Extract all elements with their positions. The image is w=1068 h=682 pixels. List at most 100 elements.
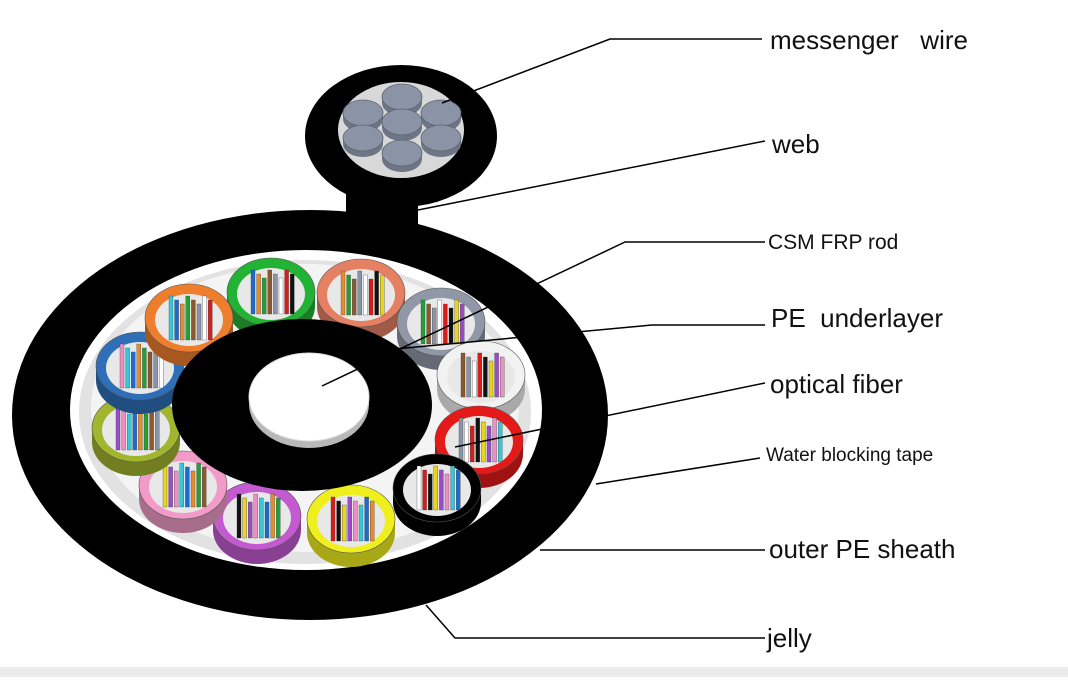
messenger-strand [342,124,384,157]
messenger-strand [381,83,423,116]
optical-fiber [374,270,379,316]
optical-fiber [477,352,482,398]
messenger-strand [381,108,423,141]
optical-fiber [267,269,272,315]
optical-fiber [500,356,505,398]
label-web: web [772,129,820,159]
leader-web [417,140,766,211]
optical-fiber [444,473,450,511]
optical-fiber [475,417,480,463]
optical-fiber [432,307,437,345]
messenger-strand [381,139,423,172]
optical-fiber [472,360,477,398]
leader-csm-frp-rod [321,241,765,387]
optical-fiber [488,360,494,398]
optical-fiber [185,466,190,508]
optical-fiber [179,462,184,508]
optical-fiber [460,303,465,345]
loose-tube [91,393,181,476]
optical-fiber [284,269,289,315]
loose-tubes [91,257,526,567]
optical-fiber [253,493,258,539]
optical-fiber [358,504,364,542]
loose-tube [306,484,396,567]
optical-fiber [202,466,207,508]
optical-fiber [422,469,427,511]
optical-fiber [368,278,374,316]
optical-fiber [466,356,471,398]
leader-messenger-wire [441,38,762,104]
optical-fiber [125,347,130,389]
optical-fiber [121,409,126,451]
optical-fiber [458,417,464,463]
optical-fibers [330,496,375,542]
optical-fiber [155,409,160,451]
optical-fiber [147,351,153,389]
optical-fiber [143,413,149,451]
optical-fiber [202,295,207,341]
optical-fiber [236,493,242,539]
optical-fiber [347,496,352,542]
optical-fiber [357,270,362,316]
loose-tube [436,340,526,423]
optical-fiber [168,295,174,341]
messenger-strand [420,124,462,157]
optical-fiber [363,274,368,316]
optical-fiber [486,425,492,463]
optical-fiber [426,303,431,345]
label-optical-fiber: optical fiber [770,369,903,399]
optical-fiber [276,497,281,539]
optical-fiber [353,500,358,542]
optical-fibers [250,269,295,315]
optical-fiber [131,351,136,389]
label-pe-underlayer: PE underlayer [771,303,943,333]
optical-fibers [119,343,164,389]
csm-frp-rod [248,352,370,442]
optical-fiber [437,299,442,345]
optical-fiber [196,462,201,508]
optical-fiber [262,277,267,315]
optical-fiber [290,273,295,315]
optical-fiber [420,299,426,345]
optical-fiber [180,303,185,341]
optical-fiber [340,270,346,316]
optical-fiber [380,274,385,316]
optical-fiber [196,303,202,341]
optical-fibers [168,295,213,341]
leader-pe-underlayer [383,324,765,351]
label-water-blocking-tape: Water blocking tape [766,445,934,466]
optical-fiber [168,466,173,508]
optical-fiber [136,343,141,389]
optical-fiber [242,497,247,539]
messenger-strand [420,99,462,132]
optical-fiber [256,273,261,315]
optical-fiber [494,352,499,398]
optical-fiber [162,462,168,508]
optical-fiber [439,469,444,511]
optical-fiber [119,343,125,389]
optical-fiber [174,299,179,341]
optical-fiber [492,417,497,463]
bottom-strip [0,667,1068,677]
optical-fibers [460,352,505,398]
optical-fiber [273,273,278,315]
optical-fiber [250,269,256,315]
optical-fiber [483,356,488,398]
optical-fiber [346,274,351,316]
leader-jelly [425,604,765,639]
optical-fibers [340,270,385,316]
optical-fiber [259,497,264,539]
optical-fiber [115,405,121,451]
label-messenger-wire: messenger wire [770,25,968,55]
label-outer-pe-sheath: outer PE sheath [769,534,956,564]
optical-fiber [270,493,275,539]
optical-fiber [174,470,179,508]
optical-fiber [191,299,196,341]
label-jelly: jelly [767,623,812,653]
optical-fiber [456,469,461,511]
optical-fiber [364,496,369,542]
optical-fiber [498,421,503,463]
optical-fiber [428,473,433,511]
optical-fiber [336,500,341,542]
leader-optical-fiber [454,382,766,448]
